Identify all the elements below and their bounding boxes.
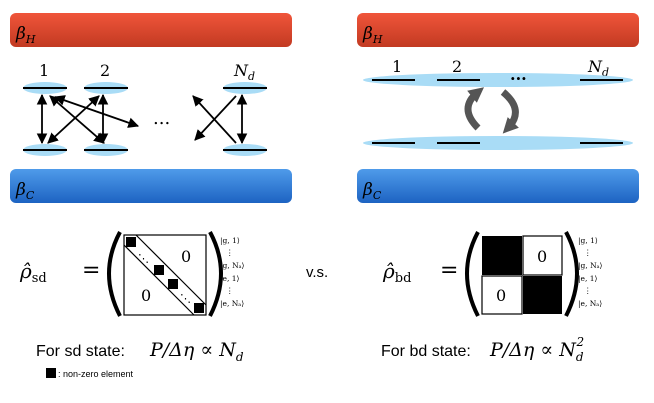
legend-label: : non-zero element bbox=[58, 369, 134, 379]
right-panel: βH βC 1 2 Nd ... bbox=[357, 13, 639, 203]
sd-basis-e1: |e, 1⟩ bbox=[220, 274, 240, 283]
left-site-label-nd: Nd bbox=[233, 61, 255, 83]
sd-nonzero-block-4 bbox=[194, 303, 204, 313]
left-hot-bath-label: βH bbox=[15, 24, 36, 46]
cycle-arrow-left bbox=[464, 87, 485, 131]
versus-label: v.s. bbox=[306, 264, 328, 281]
sd-diagonal-lower bbox=[123, 244, 195, 316]
sd-zero-upper: 0 bbox=[181, 247, 191, 266]
bd-rho-label: ρ̂bd bbox=[382, 259, 411, 286]
sd-nonzero-block-1 bbox=[126, 237, 136, 247]
sd-basis-g1: |g, 1⟩ bbox=[220, 236, 240, 245]
sd-caption: For sd state: P/Δη ∝ Nd bbox=[36, 339, 244, 364]
right-cold-bath bbox=[357, 169, 639, 203]
bd-basis-vdots-2: ⋮ bbox=[584, 286, 592, 295]
arrow-1-to-2 bbox=[49, 95, 105, 144]
right-upper-delocalized-state bbox=[363, 73, 633, 87]
bd-basis-end: |e, Nₐ⟩ bbox=[578, 299, 602, 308]
bd-zero-lower: 0 bbox=[496, 286, 506, 305]
cycle-arrow-right bbox=[500, 89, 519, 134]
right-site-label-nd: Nd bbox=[587, 57, 609, 79]
arrow-1-to-far bbox=[53, 95, 140, 128]
bd-caption-sup: 2 bbox=[576, 335, 585, 349]
left-cold-bath bbox=[10, 169, 292, 203]
arrow-nd-cross-a bbox=[194, 95, 237, 141]
bd-caption: For bd state: P/Δη ∝ Nd2 bbox=[381, 335, 584, 364]
bd-right-paren bbox=[564, 231, 579, 317]
sd-left-paren bbox=[107, 231, 122, 317]
bd-basis-vdots-1: ⋮ bbox=[584, 248, 592, 257]
sd-basis-gnd: |g, Nₐ⟩ bbox=[220, 261, 245, 270]
bd-basis-e1: |e, 1⟩ bbox=[578, 274, 598, 283]
right-ellipsis: ... bbox=[510, 65, 527, 84]
right-site-label-1: 1 bbox=[392, 57, 402, 76]
left-ellipsis: ... bbox=[153, 108, 170, 129]
right-hot-bath-label: βH bbox=[362, 24, 383, 46]
sd-basis-end: |e, Nₐ⟩ bbox=[220, 299, 244, 308]
left-hot-bath bbox=[10, 13, 292, 47]
bd-block-eg bbox=[481, 275, 523, 315]
sd-nonzero-block-2 bbox=[154, 265, 164, 275]
sd-basis-vdots-2: ⋮ bbox=[226, 286, 234, 295]
right-lower-delocalized-state bbox=[363, 136, 633, 150]
right-hot-bath bbox=[357, 13, 639, 47]
sd-equals: = bbox=[82, 258, 100, 283]
sd-matrix-frame bbox=[123, 234, 207, 316]
sd-zero-lower: 0 bbox=[141, 286, 151, 305]
sd-diag-dots-2: ⋱ bbox=[180, 292, 191, 305]
right-site-label-2: 2 bbox=[452, 57, 462, 76]
sd-nonzero-block-3 bbox=[168, 279, 178, 289]
bd-basis-gnd: |g, Nₐ⟩ bbox=[578, 261, 603, 270]
sd-caption-prefix: For sd state: bbox=[36, 343, 125, 360]
bd-caption-prefix: For bd state: bbox=[381, 343, 471, 360]
left-cold-bath-label: βC bbox=[15, 180, 35, 202]
bd-zero-upper: 0 bbox=[537, 247, 547, 266]
sd-basis-labels: |g, 1⟩ ⋮ |g, Nₐ⟩ |e, 1⟩ ⋮ |e, Nₐ⟩ bbox=[220, 236, 245, 308]
right-cycle-arrows bbox=[464, 87, 519, 134]
sd-right-paren bbox=[208, 231, 223, 317]
right-cold-bath-label: βC bbox=[362, 180, 382, 202]
left-site-label-1: 1 bbox=[39, 61, 49, 80]
legend-nonzero-swatch bbox=[46, 368, 56, 378]
sd-diagonal-upper bbox=[135, 234, 207, 306]
bd-block-ee bbox=[523, 276, 562, 314]
bd-density-matrix: ρ̂bd = 0 0 |g, 1⟩ ⋮ |g, Nₐ⟩ |e, 1⟩ ⋮ |e,… bbox=[382, 231, 603, 317]
bd-equals: = bbox=[440, 258, 458, 283]
sd-diag-dots-1: ⋱ bbox=[138, 252, 149, 265]
bd-basis-g1: |g, 1⟩ bbox=[578, 236, 598, 245]
sd-density-matrix: ρ̂sd = ⋱ ⋱ 0 0 |g, 1⟩ ⋮ |g, Nₐ⟩ |e, 1⟩ ⋮… bbox=[19, 231, 245, 317]
left-site-label-2: 2 bbox=[100, 61, 110, 80]
sd-basis-vdots-1: ⋮ bbox=[226, 248, 234, 257]
bd-caption-sub: d bbox=[576, 350, 584, 364]
bd-basis-labels: |g, 1⟩ ⋮ |g, Nₐ⟩ |e, 1⟩ ⋮ |e, Nₐ⟩ bbox=[578, 236, 603, 308]
sd-caption-formula: P/Δη ∝ Nd bbox=[149, 339, 244, 364]
sd-rho-label: ρ̂sd bbox=[19, 259, 47, 286]
bd-left-paren bbox=[465, 231, 480, 317]
bd-block-gg bbox=[482, 236, 522, 275]
left-transition-arrows bbox=[36, 93, 248, 145]
bd-caption-formula: P/Δη ∝ Nd2 bbox=[489, 335, 584, 364]
left-panel: βH βC 1 2 Nd bbox=[10, 13, 292, 203]
bd-block-ge bbox=[522, 235, 563, 276]
arrow-nd-cross-b bbox=[192, 95, 237, 144]
legend: : non-zero element bbox=[46, 368, 134, 379]
